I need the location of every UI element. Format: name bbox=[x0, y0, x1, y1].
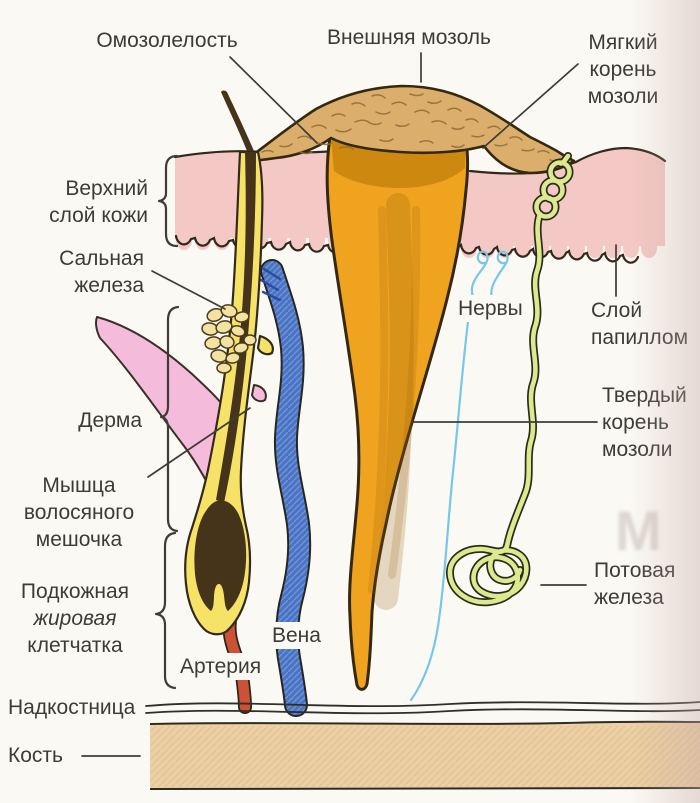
label-artery: Артерия bbox=[177, 653, 265, 680]
callus-external-mound bbox=[241, 84, 576, 175]
vein-vessel bbox=[259, 269, 299, 705]
label-periosteum: Надкостница bbox=[8, 696, 136, 719]
periosteum-lines bbox=[145, 701, 700, 715]
nerves-fibers bbox=[409, 250, 509, 702]
callus-hard-root bbox=[325, 135, 469, 691]
braces bbox=[154, 154, 180, 690]
hair-root-strand bbox=[216, 152, 256, 503]
pointer-soft-root bbox=[482, 63, 579, 149]
label-nerves: Нервы bbox=[455, 295, 526, 322]
hair-shaft bbox=[221, 90, 254, 151]
pointer-sebaceous bbox=[151, 270, 226, 310]
pointer-callosity bbox=[229, 56, 318, 144]
hair-bulb bbox=[194, 500, 247, 611]
label-bone: Кость bbox=[8, 744, 63, 767]
sweat-duct bbox=[447, 153, 572, 605]
label-derma: Дерма bbox=[78, 409, 142, 432]
mound-texture bbox=[261, 93, 561, 162]
pointer-hair-muscle bbox=[147, 407, 251, 478]
sweat-gland-system bbox=[446, 152, 574, 607]
brace-upper-skin bbox=[157, 154, 179, 248]
bone-layer bbox=[149, 720, 700, 790]
brace-subcutaneous bbox=[154, 531, 177, 690]
follicle-spur bbox=[256, 334, 274, 356]
label-callosity: Омозолелость bbox=[96, 29, 238, 52]
pointer-lines bbox=[81, 52, 617, 757]
brace-derma bbox=[159, 305, 180, 533]
sebaceous-gland bbox=[201, 304, 257, 374]
label-external-callus: Внешняя мозоль bbox=[327, 26, 491, 49]
label-vein: Вена bbox=[269, 622, 324, 649]
hair-follicle bbox=[184, 90, 274, 636]
